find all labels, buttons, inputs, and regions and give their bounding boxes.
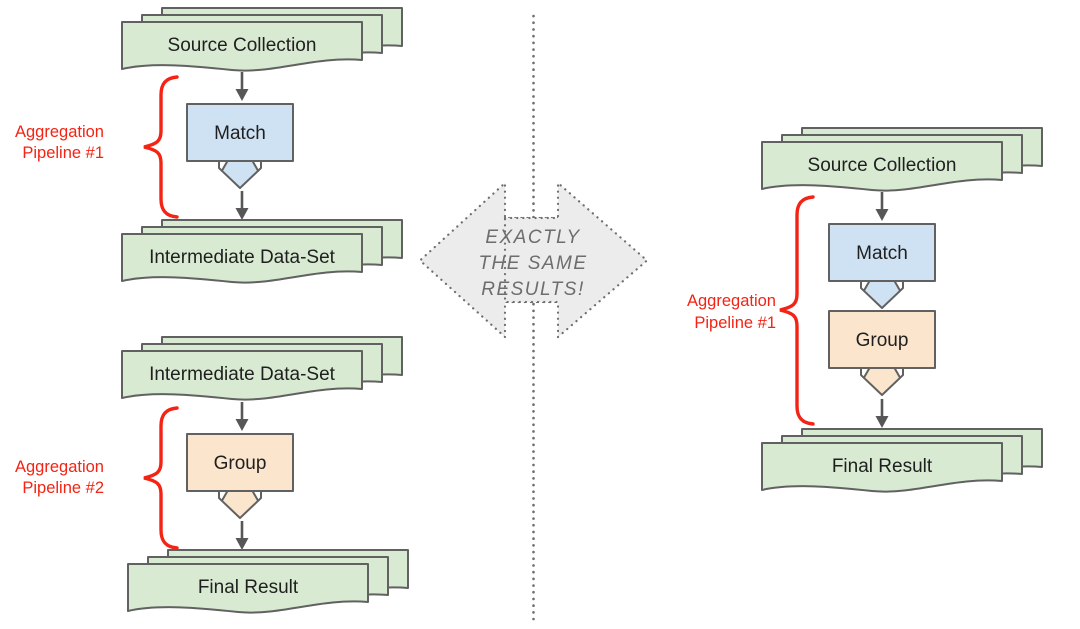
doc-stack-final-left: Final Result [127,549,409,614]
doc-stack-label: Final Result [198,577,299,598]
pipeline1-brace-left [143,75,179,219]
doc-stack-source-right: Source Collection [761,127,1043,192]
left-pipeline-diagram: Source Collection Match Intermediate Dat… [15,7,409,614]
flow-arrow [235,72,249,101]
doc-stack-intermediate-top-left: Intermediate Data-Set [121,219,403,284]
flow-arrow [875,192,889,221]
stage-label: Match [214,123,266,144]
stage-label: Group [856,330,909,351]
flow-arrow [235,191,249,220]
pipeline-label-line2: Pipeline #2 [22,479,104,497]
stage-label: Match [856,243,908,264]
equivalence-arrow-right-icon [503,181,649,339]
flow-arrow [875,399,889,428]
pipeline1-label-left: Aggregation Pipeline #1 [15,123,104,162]
stage-box-match-left: Match [186,103,294,189]
stage-box-match-right: Match [828,223,936,309]
stage-box-group-left: Group [186,433,294,519]
equivalence-text-line2: THE SAME [478,253,587,274]
pipeline-label-line1: Aggregation [687,292,776,310]
doc-stack-label: Source Collection [808,155,957,176]
equivalence-text-line1: EXACTLY [485,227,580,248]
doc-stack-source-left: Source Collection [121,7,403,72]
pipeline2-brace-left [143,406,179,550]
pipeline-label-line1: Aggregation [15,458,104,476]
doc-stack-label: Intermediate Data-Set [149,247,336,268]
pipeline-label-line2: Pipeline #1 [22,144,104,162]
stage-box-group-right: Group [828,310,936,396]
pipeline1-brace-right [779,195,815,426]
equivalence-text-line3: RESULTS! [481,279,585,300]
pipeline1-label-right: Aggregation Pipeline #1 [687,292,776,332]
pipeline2-label-left: Aggregation Pipeline #2 [15,458,104,497]
doc-stack-intermediate-bottom-left: Intermediate Data-Set [121,336,403,401]
right-pipeline-diagram: Source Collection Match Group [687,127,1043,493]
stage-label: Group [214,453,267,474]
pipeline-label-line1: Aggregation [15,123,104,141]
pipeline-label-line2: Pipeline #1 [694,314,776,332]
flow-arrow [235,402,249,431]
doc-stack-label: Final Result [832,456,933,477]
flow-arrow [235,521,249,550]
doc-stack-final-right: Final Result [761,428,1043,493]
doc-stack-label: Intermediate Data-Set [149,364,336,385]
center-equivalence: EXACTLY THE SAME RESULTS! [418,14,649,621]
doc-stack-label: Source Collection [168,35,317,56]
